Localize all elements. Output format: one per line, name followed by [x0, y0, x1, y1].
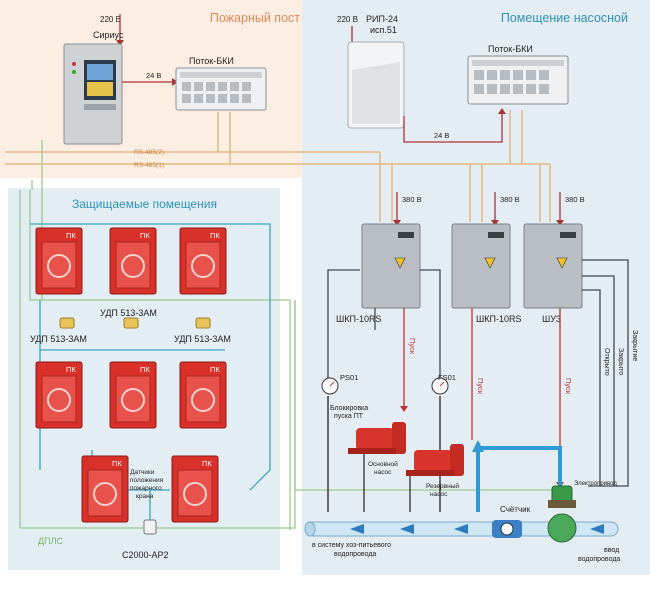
- pk-label: ПК: [66, 231, 76, 240]
- shuz-cabinet: [523, 223, 583, 309]
- fire-hose-cabinet: ПК: [35, 361, 83, 429]
- siriys-label: Сириус: [93, 30, 124, 40]
- zakryto-label: Закрыто: [617, 348, 624, 375]
- shkp-cabinet-2: [451, 223, 511, 309]
- rip-220v-label: 220 В: [337, 15, 358, 24]
- sys-label-2: водопровода: [334, 551, 376, 558]
- pk-label: ПК: [66, 365, 76, 374]
- fire-hose-cabinet: ПК: [171, 455, 219, 523]
- shkp1-label: ШКП-10RS: [336, 314, 381, 324]
- fire-hose-cabinets: ПК ПК ПК ПК ПК ПК ПК ПК: [35, 227, 227, 523]
- dpls-label: ДПЛС: [38, 536, 63, 546]
- rs485-1-label: RS-485(1): [134, 162, 164, 169]
- vvod-label-1: ввод: [604, 547, 619, 554]
- control-cabinets: 380 В 380 В 380 В ШКП-10RS ШКП-10RS ШУЗ: [327, 192, 638, 488]
- pk-label: ПК: [210, 231, 220, 240]
- sensor-label-4: крана: [136, 493, 154, 500]
- fire-hose-cabinet: ПК: [179, 361, 227, 429]
- piping: PS01 FS01 Блокировка пуска ПТ Основной н…: [304, 373, 620, 563]
- water-meter: [492, 520, 522, 538]
- pusk-2-label: Пуск: [476, 378, 485, 395]
- flow-switch-fs01: [431, 377, 449, 395]
- rip-label-2: исп.51: [370, 25, 397, 35]
- el-privod-label: Электропривод: [574, 481, 617, 487]
- fs01-label: FS01: [438, 373, 456, 382]
- pump-room-title: Помещение насосной: [501, 11, 628, 25]
- pusk-3-label: Пуск: [564, 378, 573, 395]
- fire-hose-cabinet: ПК: [109, 361, 157, 429]
- shkp-cabinet-1: [361, 223, 421, 309]
- pump2-label-2: насос: [430, 491, 448, 498]
- sensor-label-3: пожарного: [130, 485, 162, 492]
- fire-post-potok-label: Поток-БКИ: [189, 56, 234, 66]
- ps01-label: PS01: [340, 373, 358, 382]
- udp-label-top: УДП 513-3АМ: [100, 308, 157, 318]
- reserve-pump: [406, 444, 464, 476]
- pk-label: ПК: [140, 365, 150, 374]
- fire-hose-cabinet: ПК: [109, 227, 157, 295]
- sensor-label-1: Датчики: [130, 469, 155, 476]
- otkryto-label: Открыто: [603, 348, 610, 376]
- pk-label: ПК: [140, 231, 150, 240]
- fire-hose-cabinet: ПК: [35, 227, 83, 295]
- udp-detectors: [59, 317, 211, 329]
- block-label-1: Блокировка: [330, 405, 368, 412]
- v380-b-label: 380 В: [500, 195, 520, 204]
- pump-room-top: 220 В РИП-24 исп.51 Поток-БКИ 24 В: [337, 14, 569, 143]
- electric-valve: [547, 485, 577, 543]
- v380-a-label: 380 В: [402, 195, 422, 204]
- zakrytie-label: Закрытие: [631, 330, 638, 361]
- pk-label: ПК: [210, 365, 220, 374]
- shkp2-label: ШКП-10RS: [476, 314, 521, 324]
- c2000-ar2-device: [143, 519, 157, 535]
- v380-c-label: 380 В: [565, 195, 585, 204]
- vvod-label-2: водопровода: [578, 556, 620, 563]
- siriys-panel: [63, 43, 123, 145]
- udp-label-right: УДП 513-3АМ: [174, 334, 231, 344]
- bus-lines: [5, 110, 560, 530]
- schetchik-label: Счётчик: [500, 505, 531, 514]
- fire-hose-cabinet: ПК: [179, 227, 227, 295]
- fire-post-devices: 220 В Сириус 24 В Поток-БКИ RS-485(2): [63, 14, 267, 169]
- fire-post-potok-bki: [175, 67, 267, 111]
- pump1-label-2: насос: [374, 469, 392, 476]
- fire-hose-cabinet: ПК: [81, 455, 129, 523]
- udp-label-left: УДП 513-3АМ: [30, 334, 87, 344]
- pump-24v-label: 24 В: [434, 131, 449, 140]
- main-pipe: [304, 521, 619, 537]
- block-label-2: пуска ПТ: [334, 413, 364, 420]
- main-pump: [348, 422, 406, 454]
- siriys-220v-label: 220 В: [100, 15, 121, 24]
- sensor-label-2: положения: [130, 477, 164, 484]
- pk-label: ПК: [112, 459, 122, 468]
- fire-post-title: Пожарный пост: [210, 11, 300, 25]
- sys-label-1: в систему хоз-питьевого: [312, 542, 391, 549]
- rip-label-1: РИП-24: [366, 14, 398, 24]
- pk-label: ПК: [202, 459, 212, 468]
- rip-24-unit: [347, 41, 405, 129]
- pump2-label-1: Резервный: [426, 482, 459, 490]
- pump-potok-bki: [467, 55, 569, 105]
- protected-title: Защищаемые помещения: [72, 197, 217, 211]
- c2000-label: С2000-АР2: [122, 550, 169, 560]
- rs485-2-label: RS-485(2): [134, 149, 164, 156]
- fire-post-24v-label: 24 В: [146, 71, 161, 80]
- pump1-label-1: Основной: [368, 460, 398, 468]
- pressure-gauge-ps01: [321, 377, 339, 395]
- shuz-label: ШУЗ: [542, 314, 561, 324]
- pump-potok-label: Поток-БКИ: [488, 44, 533, 54]
- pusk-1-label: Пуск: [408, 338, 417, 355]
